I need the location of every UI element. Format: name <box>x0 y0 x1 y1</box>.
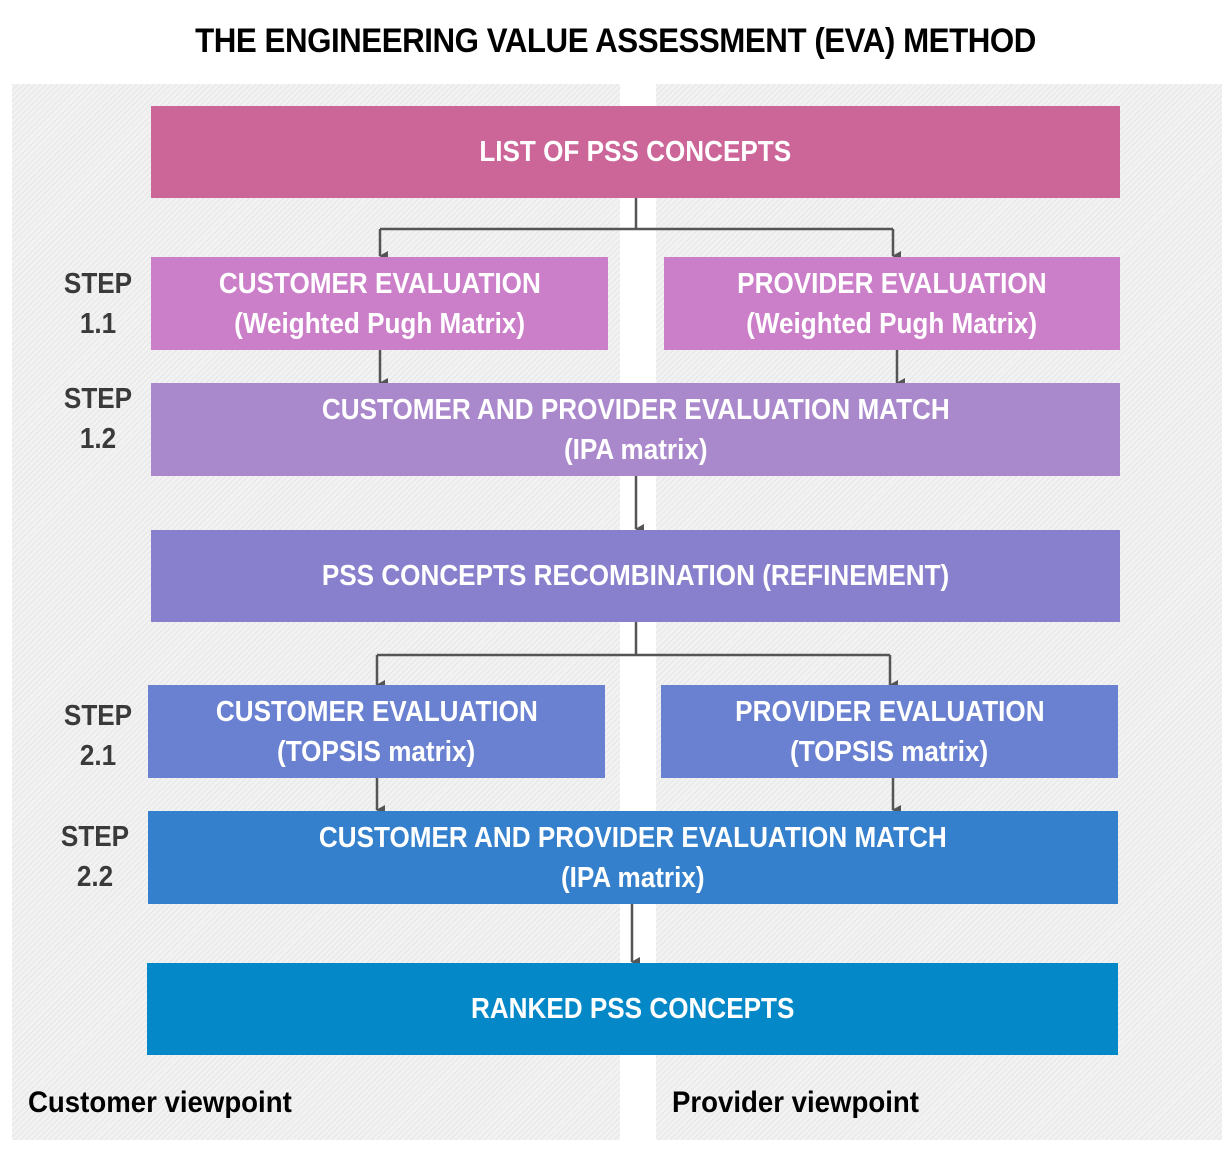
customer-evaluation-topsis-box: CUSTOMER EVALUATION (TOPSIS matrix) <box>148 685 605 778</box>
step-1-2-label: STEP 1.2 <box>53 379 143 459</box>
customer-evaluation-pugh-method: (Weighted Pugh Matrix) <box>234 307 525 340</box>
provider-evaluation-topsis-method: (TOPSIS matrix) <box>790 735 989 768</box>
provider-evaluation-topsis-title: PROVIDER EVALUATION <box>734 695 1045 728</box>
step-1-1-word: STEP <box>63 268 133 300</box>
step-2-1-label: STEP 2.1 <box>53 696 143 776</box>
evaluation-match-1-box: CUSTOMER AND PROVIDER EVALUATION MATCH (… <box>151 383 1120 476</box>
step-2-2-word: STEP <box>60 821 130 853</box>
step-2-2-number: 2.2 <box>76 861 114 893</box>
provider-evaluation-pugh-title: PROVIDER EVALUATION <box>737 267 1047 300</box>
step-1-1-label: STEP 1.1 <box>53 264 143 344</box>
customer-evaluation-topsis-title: CUSTOMER EVALUATION <box>215 695 538 728</box>
step-2-1-word: STEP <box>63 700 133 732</box>
step-1-2-word: STEP <box>63 383 133 415</box>
evaluation-match-1-method: (IPA matrix) <box>563 433 708 466</box>
provider-evaluation-pugh-box: PROVIDER EVALUATION (Weighted Pugh Matri… <box>664 257 1120 350</box>
diagram-title: THE ENGINEERING VALUE ASSESSMENT (EVA) M… <box>195 22 1036 60</box>
evaluation-match-2-method: (IPA matrix) <box>561 861 705 894</box>
evaluation-match-1-title: CUSTOMER AND PROVIDER EVALUATION MATCH <box>321 393 950 426</box>
recombination-label: PSS CONCEPTS RECOMBINATION (REFINEMENT) <box>321 560 950 592</box>
ranked-pss-concepts-box: RANKED PSS CONCEPTS <box>147 963 1118 1055</box>
evaluation-match-2-title: CUSTOMER AND PROVIDER EVALUATION MATCH <box>319 821 947 854</box>
step-1-2-number: 1.2 <box>79 423 117 455</box>
provider-evaluation-topsis-box: PROVIDER EVALUATION (TOPSIS matrix) <box>661 685 1118 778</box>
provider-viewpoint-label: Provider viewpoint <box>672 1086 919 1119</box>
step-2-1-number: 2.1 <box>79 740 117 772</box>
customer-evaluation-pugh-title: CUSTOMER EVALUATION <box>218 267 541 300</box>
list-of-pss-concepts-label: LIST OF PSS CONCEPTS <box>479 136 792 168</box>
recombination-box: PSS CONCEPTS RECOMBINATION (REFINEMENT) <box>151 530 1120 622</box>
customer-evaluation-pugh-box: CUSTOMER EVALUATION (Weighted Pugh Matri… <box>151 257 608 350</box>
step-2-2-label: STEP 2.2 <box>50 817 140 897</box>
customer-viewpoint-label: Customer viewpoint <box>28 1086 292 1119</box>
evaluation-match-2-box: CUSTOMER AND PROVIDER EVALUATION MATCH (… <box>148 811 1118 904</box>
step-1-1-number: 1.1 <box>79 308 117 340</box>
ranked-pss-concepts-label: RANKED PSS CONCEPTS <box>470 993 795 1025</box>
provider-evaluation-pugh-method: (Weighted Pugh Matrix) <box>746 307 1038 340</box>
customer-evaluation-topsis-method: (TOPSIS matrix) <box>277 735 476 768</box>
list-of-pss-concepts-box: LIST OF PSS CONCEPTS <box>151 106 1120 198</box>
